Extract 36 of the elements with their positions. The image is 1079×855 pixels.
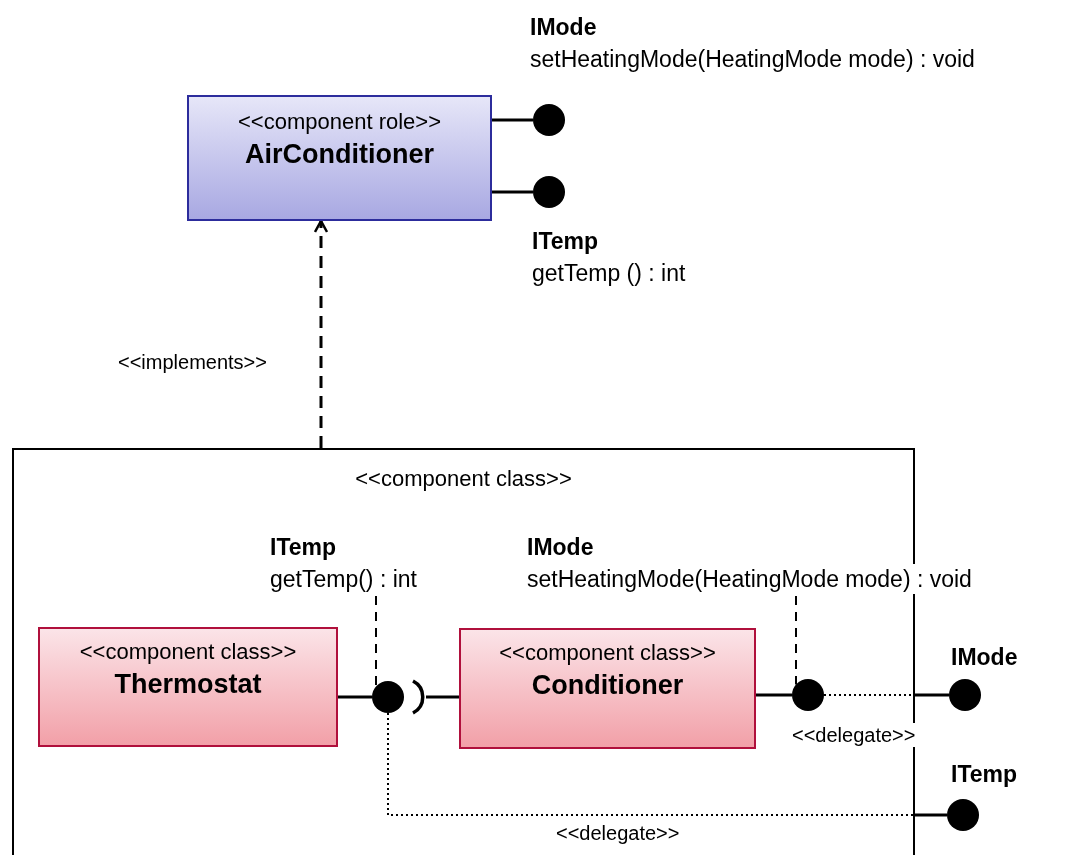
interface-ball xyxy=(372,681,404,713)
component-box xyxy=(187,95,492,221)
connector-line xyxy=(492,118,533,122)
interface-name: ITemp xyxy=(270,533,337,562)
operation-signature: getTemp () : int xyxy=(532,259,686,288)
dependency-arrow xyxy=(313,219,329,448)
connector-line xyxy=(426,695,459,699)
connector-line xyxy=(915,813,947,817)
interface-ball xyxy=(949,679,981,711)
stereotype-label: <<component role>> xyxy=(237,108,441,136)
interface-name: IMode xyxy=(527,533,594,562)
operation-signature: setHeatingMode(HeatingMode mode) : void xyxy=(530,45,975,74)
component-name: Conditioner xyxy=(531,669,684,702)
component-box xyxy=(459,628,756,749)
interface-ball xyxy=(533,104,565,136)
component-box xyxy=(38,627,338,747)
stereotype-label: <<component class>> xyxy=(79,638,297,666)
operation-signature: setHeatingMode(HeatingMode mode) : void xyxy=(527,564,972,594)
interface-name: ITemp xyxy=(532,227,599,256)
connector-line xyxy=(338,695,372,699)
interface-name: IMode xyxy=(951,643,1018,672)
interface-ball xyxy=(533,176,565,208)
interface-name: ITemp xyxy=(951,760,1018,789)
edge-label: <<delegate>> xyxy=(792,723,916,747)
stereotype-label: <<component class>> xyxy=(355,465,572,493)
leader-line xyxy=(375,595,377,688)
interface-name: IMode xyxy=(530,13,597,42)
interface-ball xyxy=(792,679,824,711)
component-name: Thermostat xyxy=(114,668,262,701)
interface-ball xyxy=(947,799,979,831)
connector-line xyxy=(492,190,533,194)
stereotype-label: <<component class>> xyxy=(499,639,716,667)
connector-line xyxy=(915,693,949,697)
component-name: AirConditioner xyxy=(245,138,434,171)
leader-line xyxy=(795,595,797,686)
connector-line xyxy=(756,693,792,697)
